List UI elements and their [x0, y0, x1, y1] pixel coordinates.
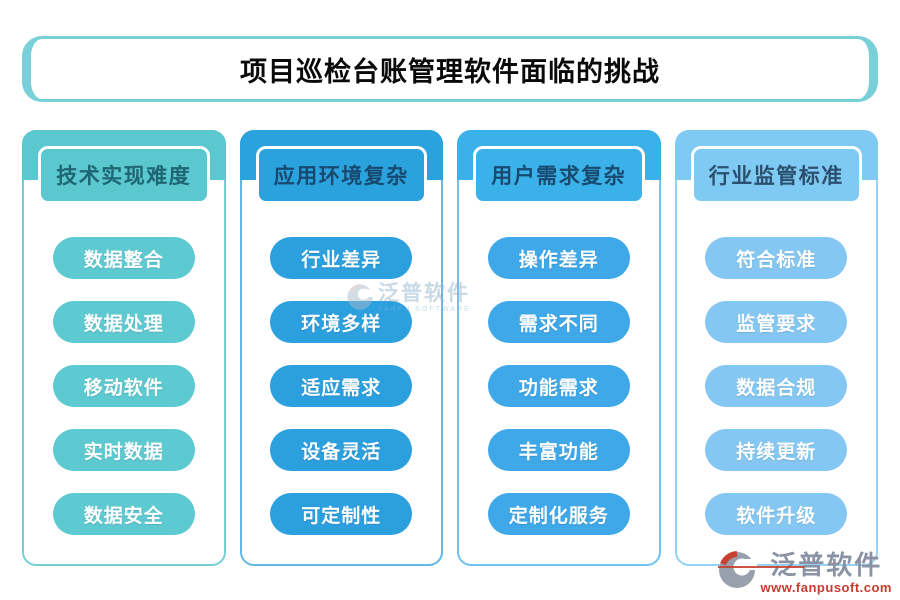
column-industry-regulation: 行业监管标准 符合标准 监管要求 数据合规 持续更新 软件升级 [674, 130, 878, 566]
list-item: 可定制性 [270, 493, 413, 535]
list-item: 数据处理 [52, 301, 195, 343]
list-item: 数据整合 [52, 237, 195, 279]
brand-logo-icon [717, 550, 758, 595]
list-item: 环境多样 [270, 301, 413, 343]
title-box: 项目巡检台账管理软件面临的挑战 [22, 36, 878, 102]
brand-lockup: 泛普软件 www.fanpusoft.com [717, 550, 892, 595]
column-header-label: 应用环境复杂 [273, 165, 409, 188]
pill-list: 数据整合 数据处理 移动软件 实时数据 数据安全 [24, 237, 224, 535]
list-item: 实时数据 [52, 429, 195, 471]
list-item: 数据安全 [52, 493, 195, 535]
list-item: 需求不同 [487, 301, 630, 343]
page-title: 项目巡检台账管理软件面临的挑战 [240, 56, 660, 87]
column-app-environment: 应用环境复杂 行业差异 环境多样 适应需求 设备灵活 可定制性 [239, 130, 443, 566]
list-item: 数据合规 [705, 365, 848, 407]
list-item: 定制化服务 [487, 493, 630, 535]
column-header-label: 行业监管标准 [708, 165, 844, 188]
pill-list: 操作差异 需求不同 功能需求 丰富功能 定制化服务 [459, 237, 659, 535]
pill-list: 符合标准 监管要求 数据合规 持续更新 软件升级 [677, 237, 877, 535]
list-item: 符合标准 [705, 237, 848, 279]
list-item: 持续更新 [705, 429, 848, 471]
brand-url: www.fanpusoft.com [760, 579, 892, 595]
list-item: 监管要求 [705, 301, 848, 343]
list-item: 移动软件 [52, 365, 195, 407]
list-item: 丰富功能 [487, 429, 630, 471]
list-item: 行业差异 [270, 237, 413, 279]
list-item: 操作差异 [487, 237, 630, 279]
column-header: 技术实现难度 [38, 146, 210, 204]
pill-list: 行业差异 环境多样 适应需求 设备灵活 可定制性 [242, 237, 442, 535]
list-item: 功能需求 [487, 365, 630, 407]
brand-text-group: 泛普软件 www.fanpusoft.com [718, 549, 892, 595]
list-item: 设备灵活 [270, 429, 413, 471]
list-item: 软件升级 [705, 493, 848, 535]
columns-row: 技术实现难度 数据整合 数据处理 移动软件 实时数据 数据安全 应用环境复杂 行… [22, 130, 878, 566]
column-header-label: 技术实现难度 [56, 165, 192, 188]
brand-name: 泛普软件 [718, 549, 883, 580]
list-item: 适应需求 [270, 365, 413, 407]
column-tech-difficulty: 技术实现难度 数据整合 数据处理 移动软件 实时数据 数据安全 [22, 130, 226, 566]
column-header: 应用环境复杂 [255, 146, 427, 204]
column-header: 用户需求复杂 [473, 146, 645, 204]
column-header-label: 用户需求复杂 [491, 165, 627, 188]
column-header: 行业监管标准 [690, 146, 862, 204]
column-user-needs: 用户需求复杂 操作差异 需求不同 功能需求 丰富功能 定制化服务 [457, 130, 661, 566]
